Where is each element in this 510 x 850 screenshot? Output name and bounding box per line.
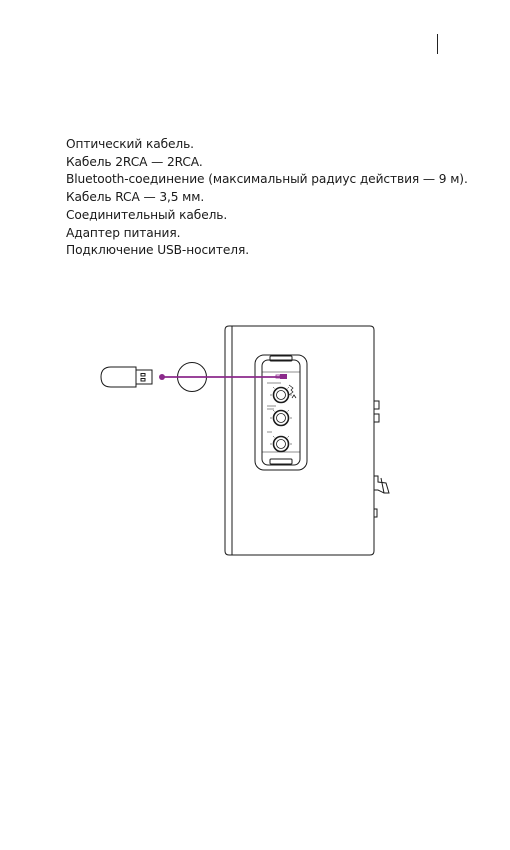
list-item-2rca: Кабель 2RCA — 2RCA. — [66, 154, 203, 169]
page-marker-line — [437, 34, 438, 54]
list-item-optical: Оптический кабель. — [66, 137, 194, 151]
list-item-bluetooth: Bluetooth-соединение (максимальный радиу… — [66, 172, 468, 187]
usb-connection-line — [159, 374, 287, 380]
list-item-connecting-cable: Соединительный кабель. — [66, 207, 228, 222]
list-item-rca-35: Кабель RCA — 3,5 мм. — [66, 190, 205, 205]
list-item-usb: Подключение USB-носителя. — [66, 243, 249, 258]
usb-flash-drive-icon — [100, 366, 153, 388]
connection-list: Оптический кабель. Кабель 2RCA — 2RCA. B… — [66, 136, 468, 260]
list-item-power-adapter: Адаптер питания. — [66, 225, 181, 240]
speaker-rear-panel-icon — [224, 325, 390, 556]
